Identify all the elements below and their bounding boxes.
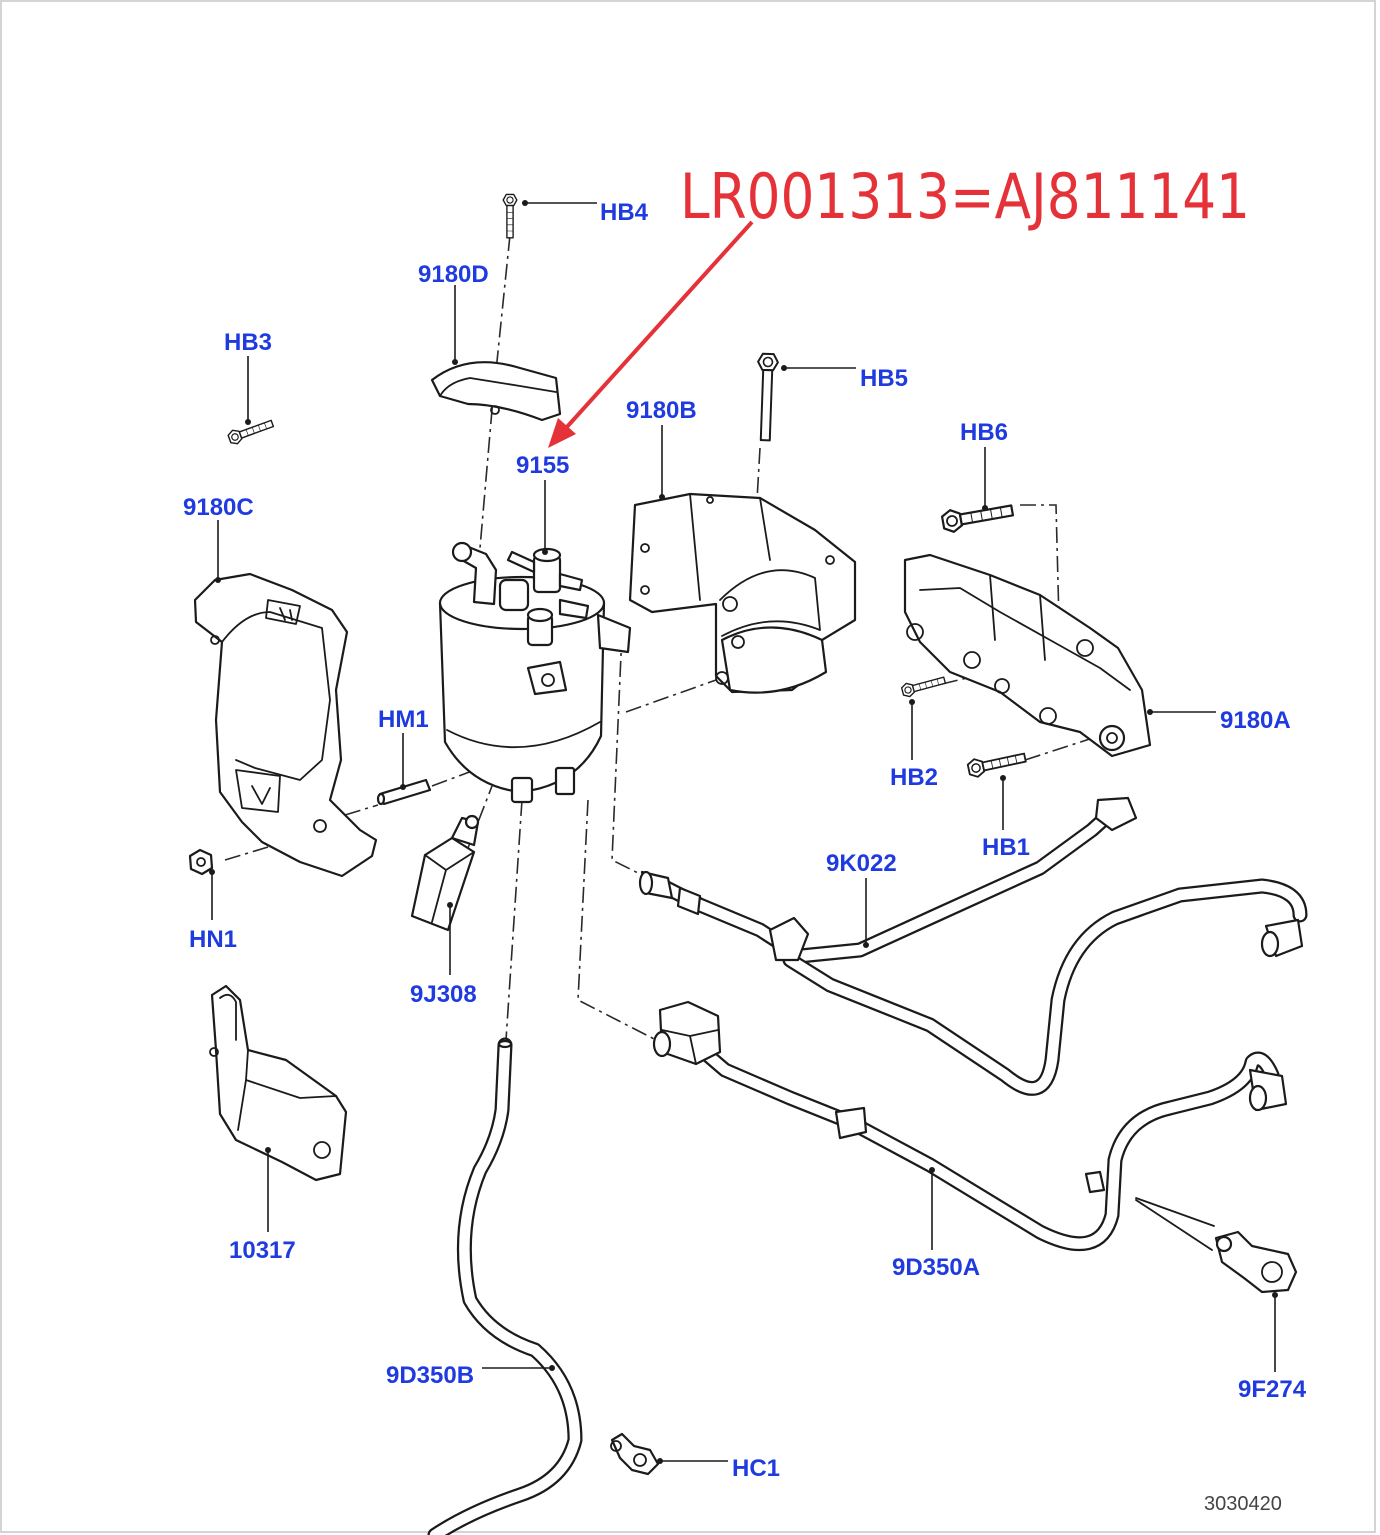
callout-9f274: 9F274	[1238, 1376, 1307, 1403]
nut-hn1-part	[188, 848, 215, 920]
callout-9k022: 9K022	[826, 850, 897, 877]
diagram-reference-number: 3030420	[1204, 1493, 1282, 1515]
callout-hb3: HB3	[224, 329, 272, 356]
bracket-9180a-part	[903, 553, 1216, 758]
bracket-9180b-part	[628, 425, 857, 694]
stud-hm1-part	[376, 733, 432, 806]
bracket-9180c-part	[193, 520, 378, 878]
hose-9k022-part	[638, 796, 1302, 1088]
part-number-annotation: LR001313=AJ811141	[680, 160, 1250, 233]
callout-10317: 10317	[229, 1237, 296, 1264]
callout-hb1: HB1	[982, 834, 1030, 861]
callout-hb5: HB5	[860, 365, 908, 392]
callout-hc1: HC1	[732, 1455, 780, 1482]
callout-hn1: HN1	[189, 926, 237, 953]
clip-hc1-part	[610, 1432, 728, 1476]
heat-shield-9180d-part	[430, 285, 562, 422]
callout-9d350a: 9D350A	[892, 1254, 980, 1281]
bolt-hb5-part	[754, 352, 856, 442]
callout-9155: 9155	[516, 452, 569, 479]
callout-9180c: 9180C	[183, 494, 254, 521]
callout-9j308: 9J308	[410, 981, 477, 1008]
bolt-hb1-part	[966, 747, 1028, 830]
bolt-hb6-part	[940, 447, 1016, 535]
callout-hb2: HB2	[890, 764, 938, 791]
bracket-10317-part	[209, 984, 348, 1232]
callout-hb6: HB6	[960, 419, 1008, 446]
hose-9d350b-part	[435, 1041, 575, 1535]
callout-9180b: 9180B	[626, 397, 697, 424]
callout-9180a: 9180A	[1220, 707, 1291, 734]
hose-9d350a-part	[652, 1000, 1288, 1250]
clip-9f274-part	[1135, 1197, 1298, 1372]
bolt-hb4-part	[502, 193, 597, 239]
fuel-filter-9155-part	[438, 480, 632, 804]
sensor-9j308-part	[410, 814, 480, 975]
bolt-hb3-part	[226, 356, 276, 447]
callout-9d350b: 9D350B	[386, 1362, 474, 1389]
bolt-hb2-part	[900, 672, 947, 760]
callout-hm1: HM1	[378, 706, 429, 733]
assembly-lines	[224, 234, 1103, 1043]
callout-9180d: 9180D	[418, 261, 489, 288]
callout-hb4: HB4	[600, 199, 649, 226]
part-number-arrow	[548, 220, 754, 448]
